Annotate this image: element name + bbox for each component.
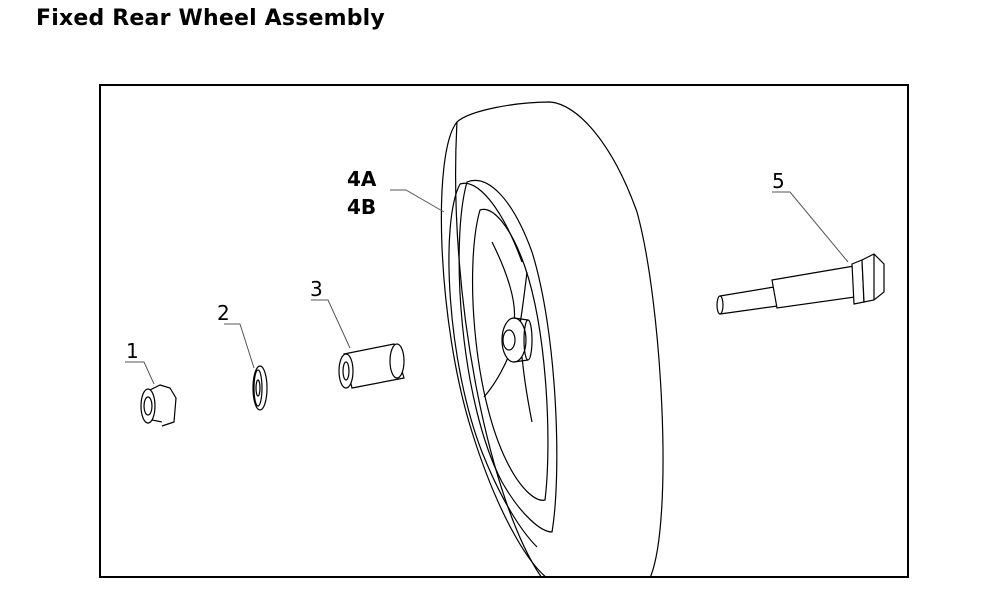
diagram-frame: 1 2 3 4A 4B 5 bbox=[99, 84, 909, 578]
leader-lines bbox=[125, 189, 849, 385]
page-title: Fixed Rear Wheel Assembly bbox=[36, 6, 385, 31]
callout-4b: 4B bbox=[347, 195, 376, 219]
shoulder-bolt-part bbox=[716, 253, 885, 315]
spacer-part bbox=[338, 343, 405, 389]
callout-2: 2 bbox=[217, 301, 230, 325]
washer-part bbox=[252, 365, 268, 411]
callout-1: 1 bbox=[126, 339, 139, 363]
callout-5: 5 bbox=[772, 169, 785, 193]
callout-4a: 4A bbox=[347, 167, 377, 191]
wheel-part bbox=[440, 101, 664, 576]
exploded-view-diagram: 1 2 3 4A 4B 5 bbox=[125, 101, 885, 576]
callout-3: 3 bbox=[310, 277, 323, 301]
flange-nut-part bbox=[140, 384, 177, 427]
